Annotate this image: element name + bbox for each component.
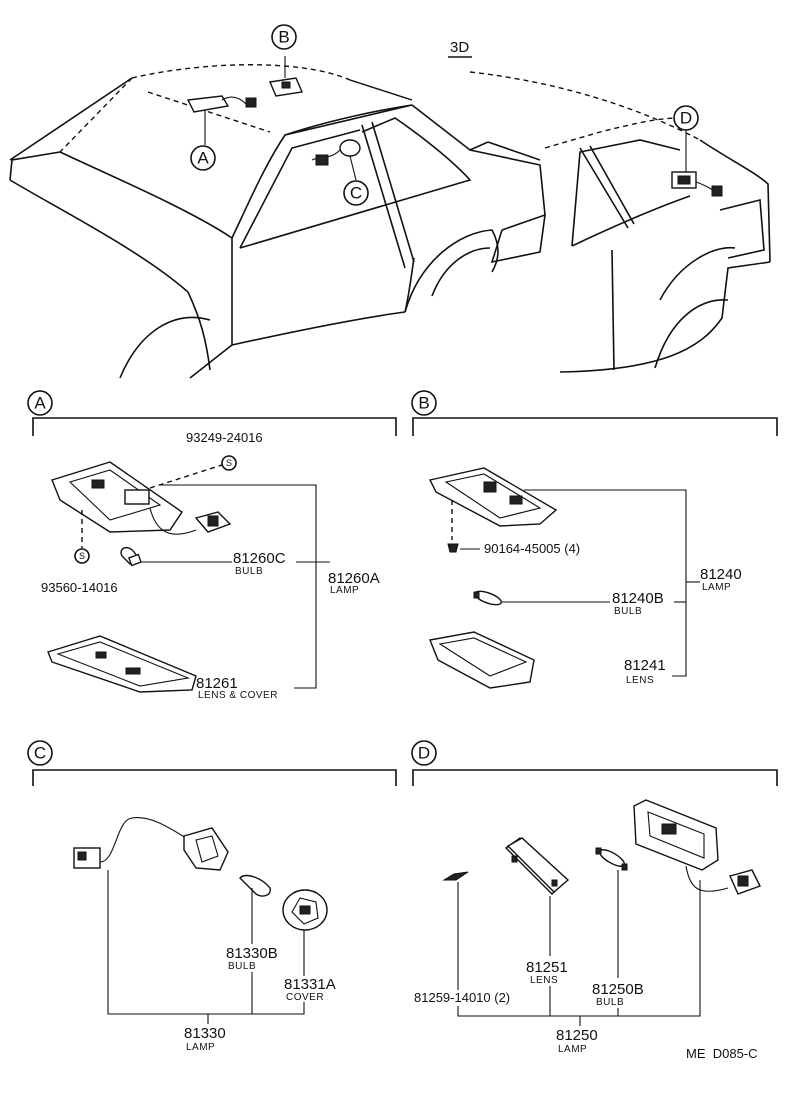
desc-lamp-a: LAMP [330, 585, 359, 596]
desc-bulb-c: BULB [228, 961, 256, 972]
pn-81330b: 81330B [226, 945, 278, 962]
section-b: B 90164-45005 (4) 81240B BULB 81241 LENS [411, 390, 778, 689]
lens-cover-81261 [47, 635, 197, 693]
pn-81331a: 81331A [284, 976, 336, 993]
svg-text:S: S [79, 551, 85, 561]
section-a: A S S 93249-24016 93560-14016 [27, 390, 397, 701]
desc-lamp-c: LAMP [186, 1042, 215, 1053]
section-a-callout[interactable]: A [27, 390, 53, 416]
lamp-housing-81250 [633, 799, 761, 895]
pn-81250b: 81250B [592, 981, 644, 998]
callout-b-car[interactable]: B [271, 24, 297, 50]
lamp-c-on-car [311, 139, 361, 181]
pn-81260a: 81260A [328, 570, 380, 587]
section-c: C 81330B BULB 81331A COVER 81330 LAMP [27, 740, 397, 1053]
screw-pn-93560: 93560-14016 [41, 580, 118, 595]
pn-81240b: 81240B [612, 590, 664, 607]
callout-c-car[interactable]: C [343, 180, 369, 206]
view-label: 3D [448, 39, 472, 58]
car-illustration [9, 64, 771, 379]
screw-pn-81259: 81259-14010 (2) [414, 990, 510, 1005]
screw-pn-93249: 93249-24016 [186, 430, 263, 445]
pn-81260c: 81260C [233, 550, 286, 567]
callout-d-car[interactable]: D [673, 105, 699, 131]
svg-text:A: A [197, 149, 209, 168]
screw-symbol-bottom: S [74, 548, 90, 564]
desc-lens-cover-a: LENS & COVER [198, 690, 278, 701]
lens-81241 [429, 631, 535, 689]
desc-bulb-d: BULB [596, 997, 624, 1008]
pn-81330: 81330 [184, 1025, 226, 1042]
desc-bulb-a: BULB [235, 566, 263, 577]
lamp-b-on-car [269, 56, 303, 97]
svg-text:B: B [418, 394, 429, 413]
svg-text:D: D [418, 744, 430, 763]
pn-81261: 81261 [196, 675, 238, 692]
bulb-81240b [473, 590, 502, 606]
bulb-81260c [120, 546, 142, 567]
desc-lens-d: LENS [530, 975, 558, 986]
lamp-d-on-car [671, 130, 723, 197]
pn-81241: 81241 [624, 657, 666, 674]
svg-text:B: B [278, 28, 289, 47]
svg-text:S: S [226, 458, 232, 468]
dome-lamp-a-housing [51, 461, 232, 535]
bulb-81250b [595, 847, 628, 871]
bulb-81330b [239, 874, 271, 897]
screw-90164 [447, 543, 459, 553]
screw-pn-90164: 90164-45005 (4) [484, 541, 580, 556]
lens-81251 [504, 837, 570, 895]
footer-code: ME D085-C [686, 1046, 758, 1061]
svg-text:A: A [34, 394, 46, 413]
svg-text:D: D [680, 109, 692, 128]
callout-a-car[interactable]: A [190, 145, 216, 171]
svg-text:C: C [350, 184, 362, 203]
pn-81250: 81250 [556, 1027, 598, 1044]
section-c-callout[interactable]: C [27, 740, 53, 766]
desc-bulb-b: BULB [614, 606, 642, 617]
pn-81240: 81240 [700, 566, 742, 583]
svg-text:3D: 3D [450, 39, 469, 56]
screw-symbol-top: S [221, 455, 237, 471]
map-lamp-b-housing [428, 467, 558, 527]
socket-wire-81330 [73, 817, 229, 871]
desc-lens-b: LENS [626, 675, 654, 686]
lamp-a-on-car [186, 95, 257, 145]
desc-cover-c: COVER [286, 992, 324, 1003]
desc-lamp-b: LAMP [702, 582, 731, 593]
desc-lamp-d: LAMP [558, 1044, 587, 1055]
svg-text:C: C [34, 744, 46, 763]
section-d-callout[interactable]: D [411, 740, 437, 766]
section-d: D 81251 LENS 81250B BULB [411, 740, 778, 1055]
cover-81331a [282, 889, 328, 931]
screw-81259 [442, 871, 469, 881]
section-b-callout[interactable]: B [411, 390, 437, 416]
pn-81251: 81251 [526, 959, 568, 976]
